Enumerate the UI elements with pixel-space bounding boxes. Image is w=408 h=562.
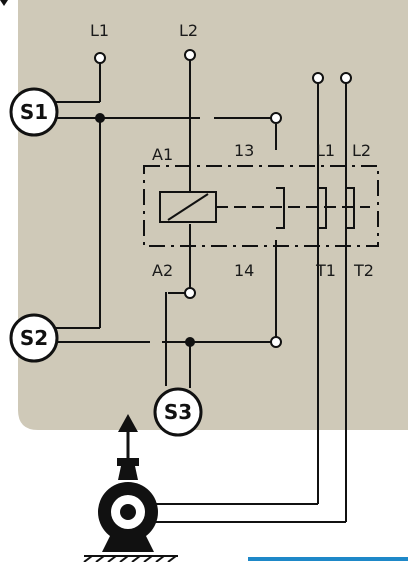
flow-arrow-icon — [117, 414, 139, 466]
switch-s2[interactable]: S2 — [9, 313, 59, 363]
terminal-l1 — [94, 52, 106, 64]
junction-node-left — [95, 113, 105, 123]
switch-s1[interactable]: S1 — [9, 87, 59, 137]
label-a2: A2 — [152, 261, 173, 280]
terminal-main-l2 — [340, 72, 352, 84]
contactor-enclosure — [143, 165, 379, 247]
terminal-a2 — [184, 287, 196, 299]
junction-node-s3 — [185, 337, 195, 347]
switch-s2-label: S2 — [20, 326, 48, 350]
label-main-l2: L2 — [352, 141, 371, 160]
terminal-l2 — [184, 49, 196, 61]
label-a1: A1 — [152, 145, 173, 164]
label-13: 13 — [234, 141, 254, 160]
supply-label-l1: L1 — [90, 21, 109, 40]
terminal-13 — [270, 112, 282, 124]
label-main-t2: T2 — [353, 261, 374, 280]
coil-diagonal — [167, 193, 209, 221]
contact-symbols — [276, 187, 355, 229]
terminal-s2-end — [270, 336, 282, 348]
corner-mark — [0, 0, 8, 6]
label-14: 14 — [234, 261, 254, 280]
ground-hatch-icon — [83, 555, 178, 562]
switch-s3[interactable]: S3 — [153, 387, 203, 437]
switch-s3-label: S3 — [164, 400, 192, 424]
label-main-t1: T1 — [315, 261, 336, 280]
switch-s1-label: S1 — [20, 100, 48, 124]
terminal-main-l1 — [312, 72, 324, 84]
supply-label-l2: L2 — [179, 21, 198, 40]
control-panel-background — [18, 0, 408, 430]
label-main-l1: L1 — [316, 141, 335, 160]
pump-icon — [98, 466, 158, 552]
